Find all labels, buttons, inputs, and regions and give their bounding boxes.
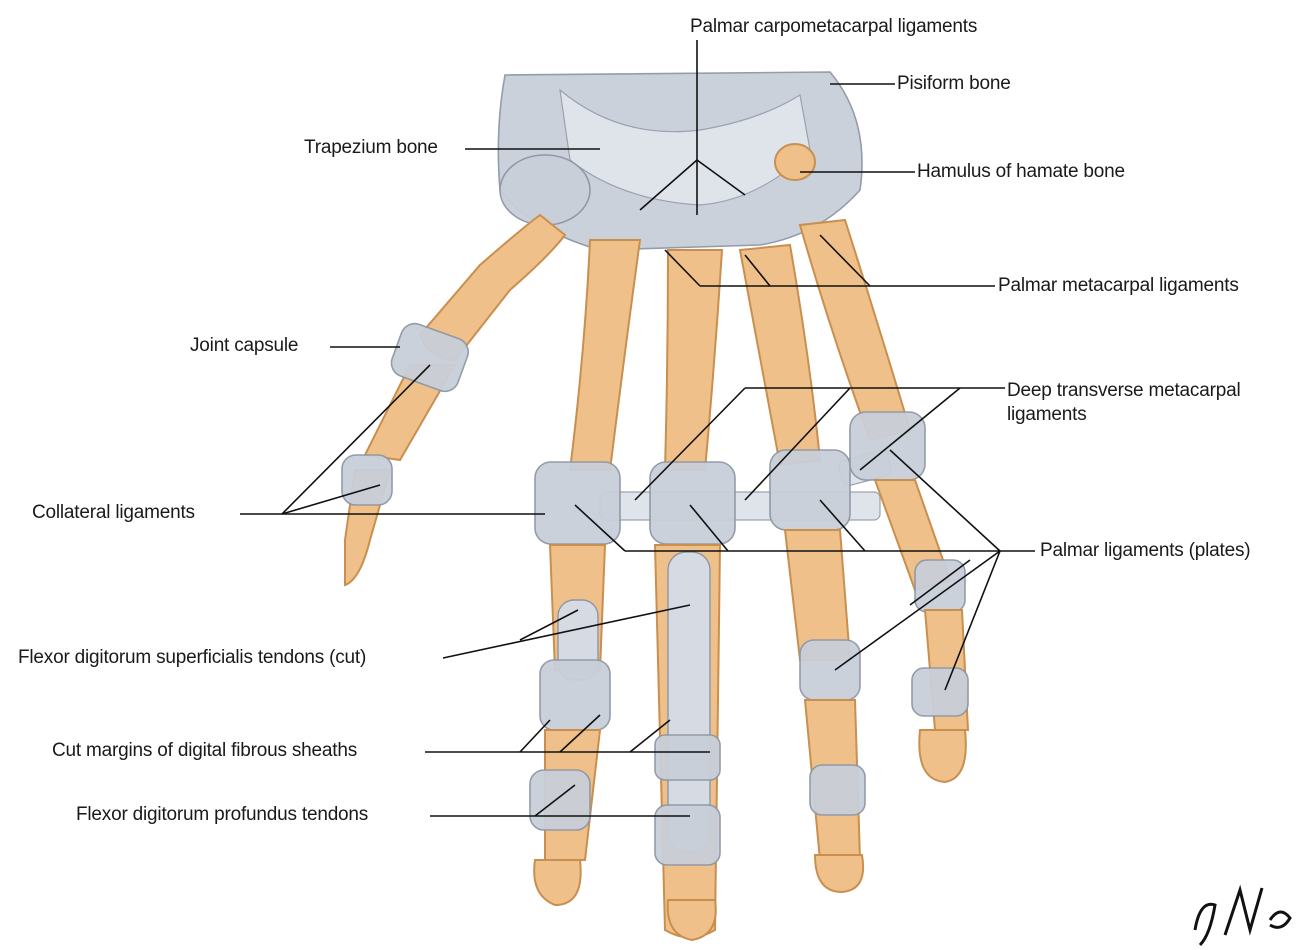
- ring-finger: [785, 530, 865, 892]
- label-palmar-plates: Palmar ligaments (plates): [1040, 540, 1250, 562]
- label-pisiform: Pisiform bone: [897, 73, 1011, 95]
- label-collateral: Collateral ligaments: [32, 502, 195, 524]
- label-deep-transverse-1: Deep transverse metacarpal: [1007, 380, 1240, 402]
- label-palmar-metacarpal: Palmar metacarpal ligaments: [998, 275, 1239, 297]
- label-fdp: Flexor digitorum profundus tendons: [76, 804, 368, 826]
- index-finger: [530, 545, 610, 905]
- label-hamulus: Hamulus of hamate bone: [917, 161, 1125, 183]
- label-joint-capsule: Joint capsule: [190, 335, 298, 357]
- label-fds: Flexor digitorum superficialis tendons (…: [18, 647, 366, 669]
- label-deep-transverse-2: ligaments: [1007, 404, 1087, 426]
- label-cut-margins: Cut margins of digital fibrous sheaths: [52, 740, 357, 762]
- signature-mark: [1195, 888, 1290, 945]
- thumb: [342, 215, 565, 585]
- hamulus-shape: [775, 144, 815, 180]
- label-palmar-carpometacarpal: Palmar carpometacarpal ligaments: [690, 16, 977, 38]
- label-trapezium: Trapezium bone: [304, 137, 438, 159]
- middle-finger: [655, 545, 720, 940]
